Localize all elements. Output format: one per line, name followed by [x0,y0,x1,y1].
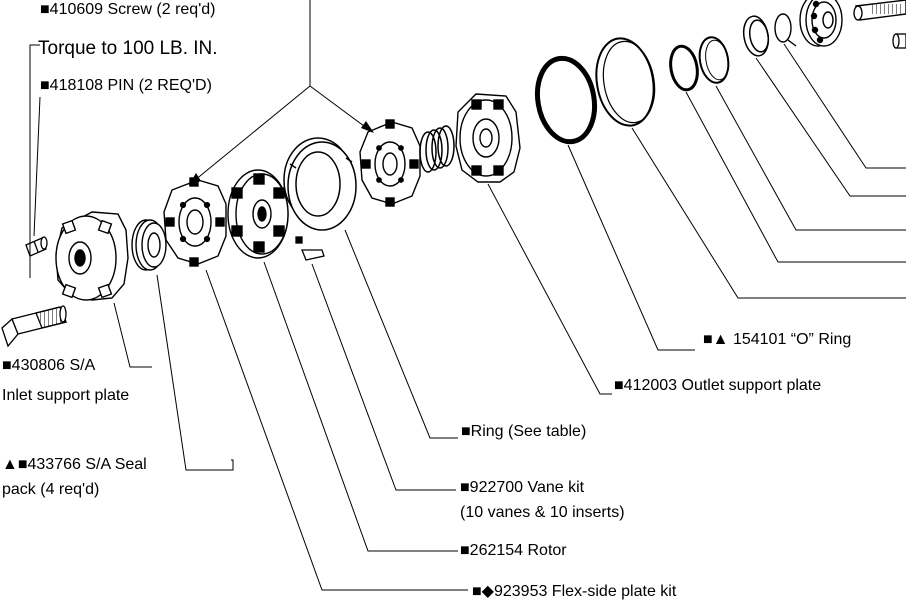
o-ring-part [534,55,598,145]
o-ring-label: ■▲ 154101 “O” Ring [703,331,852,348]
vane-kit-part [295,236,325,261]
vane-kit-label-line1: ■922700 Vane kit [460,479,585,496]
rotor-label: ■262154 Rotor [460,542,567,559]
outlet-support-plate-part [455,93,521,183]
ring-label: ■Ring (See table) [461,423,587,440]
outlet-side-plate-part [359,119,421,207]
screw-label: ■410609 Screw (2 req'd) [40,1,216,18]
bearing-part [799,0,843,47]
torque-spec-label: Torque to 100 LB. IN. [38,38,218,59]
spring-part [419,125,455,173]
key-part [892,33,906,49]
screw-part [1,305,67,348]
pin-label: ■418108 PIN (2 REQ'D) [40,77,212,94]
arrow-heads [189,121,374,185]
leader-lines [29,0,906,591]
inlet-support-plate-label-line1: ■430806 S/A [2,357,96,374]
seal-pack-part [131,219,167,271]
small-ring-part-1 [669,44,699,92]
outlet-support-plate-label: ■412003 Outlet support plate [614,377,822,394]
shaft-part [853,0,906,21]
flex-side-plate-label: ■◆923953 Flex-side plate kit [472,583,677,600]
rotor-part [227,169,289,259]
flex-side-plate-part [163,177,227,267]
inlet-support-plate-part [55,211,129,301]
vane-kit-label-line2: (10 vanes & 10 inserts) [460,504,625,521]
pin-part [25,236,48,257]
large-ring-part [595,37,655,127]
inlet-support-plate-label-line2: Inlet support plate [2,387,130,404]
cam-ring-part [283,137,357,231]
seal-pack-label-line1: ▲■433766 S/A Seal [2,456,147,473]
seal-pack-label-line2: pack (4 req'd) [2,481,100,498]
snap-ring-part [742,15,770,57]
retaining-clip-part [774,13,797,47]
